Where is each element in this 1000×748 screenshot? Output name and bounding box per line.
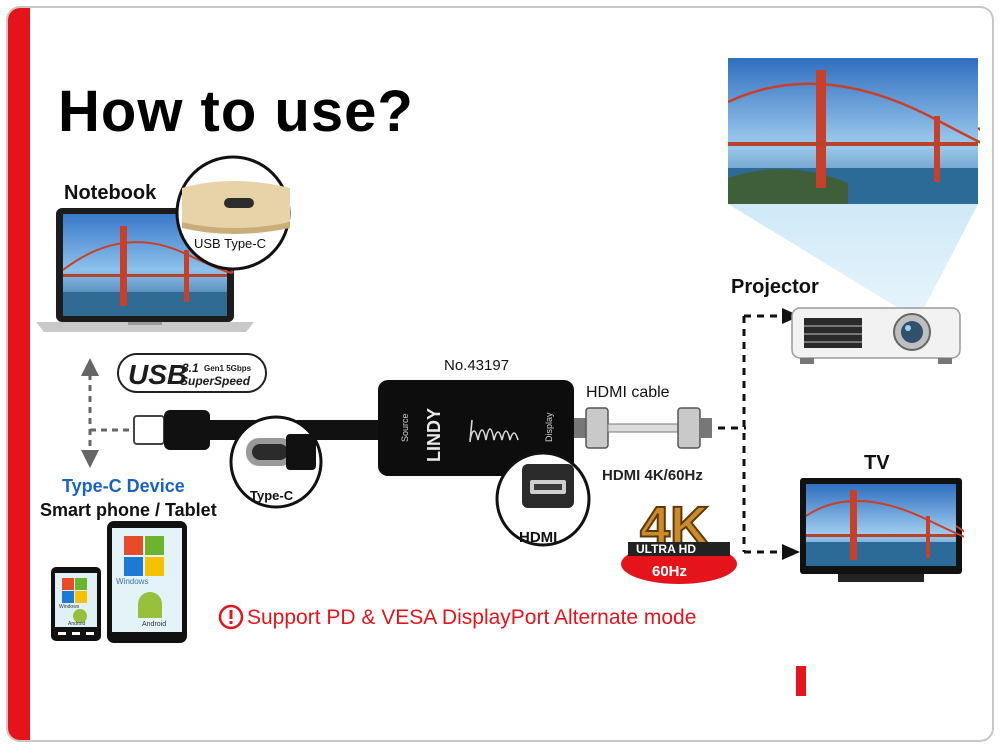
tablet-illustration: Windows Android	[107, 521, 187, 643]
arrow-up-icon	[81, 358, 99, 376]
smart-phone-tablet-label: Smart phone / Tablet	[40, 500, 217, 520]
badge-60hz: 60Hz	[652, 563, 687, 580]
tablet-os-2: Android	[142, 621, 166, 628]
arrow-to-projector-icon	[782, 308, 800, 324]
tv-label: TV	[864, 452, 890, 474]
accent-bar	[8, 8, 30, 740]
adapter-source-label: Source	[400, 413, 410, 442]
tv-illustration	[800, 478, 964, 582]
phone-os-2: Android	[68, 621, 85, 627]
page-title: How to use?	[58, 79, 414, 144]
arrow-to-tv-icon	[782, 544, 800, 560]
usb-logo-gen: Gen1 5Gbps	[204, 364, 252, 373]
smartphone-illustration: Windows Android	[51, 567, 101, 641]
phone-os-1: Windows	[59, 604, 80, 610]
type-c-device-label: Type-C Device	[62, 476, 185, 496]
hdmi-port-zoom	[495, 451, 591, 547]
model-number: No.43197	[444, 357, 510, 374]
adapter-brand: LINDY	[424, 408, 444, 462]
exclamation-circle-icon	[218, 604, 244, 630]
usb-logo-speed: SuperSpeed	[180, 374, 251, 388]
output-connection-lines	[742, 308, 800, 560]
hdmi-4k-label: HDMI 4K/60Hz	[602, 467, 703, 484]
hdmi-label: HDMI	[519, 529, 558, 546]
hdmi-cable-label: HDMI cable	[586, 384, 670, 401]
adapter-display-label: Display	[544, 412, 554, 442]
arrow-down-icon	[81, 450, 99, 468]
usb-superspeed-logo: USB 3.1 Gen1 5Gbps SuperSpeed	[117, 353, 267, 393]
usb-type-c-port-zoom	[175, 155, 291, 271]
notebook-label: Notebook	[64, 182, 157, 204]
projected-image	[728, 58, 980, 320]
lindy-adapter: Source Display LINDY	[378, 380, 574, 476]
usb-type-c-label: USB Type-C	[194, 236, 267, 251]
usb-logo-main: USB	[128, 359, 187, 390]
support-note: Support PD & VESA DisplayPort Alternate …	[247, 606, 697, 629]
tablet-os-1: Windows	[116, 577, 148, 586]
type-c-label: Type-C	[250, 488, 294, 503]
lindy-logo-accent	[796, 666, 806, 696]
type-c-plug-zoom	[229, 415, 323, 509]
projector-illustration	[791, 307, 961, 364]
badge-ultra-hd: ULTRA HD	[636, 542, 696, 556]
usb-logo-version: 3.1	[182, 361, 199, 375]
hdmi-cable-illustration	[574, 407, 746, 449]
projector-label: Projector	[731, 276, 819, 298]
4k-ultra-hd-badge: 4K ULTRA HD 60Hz	[621, 495, 737, 584]
